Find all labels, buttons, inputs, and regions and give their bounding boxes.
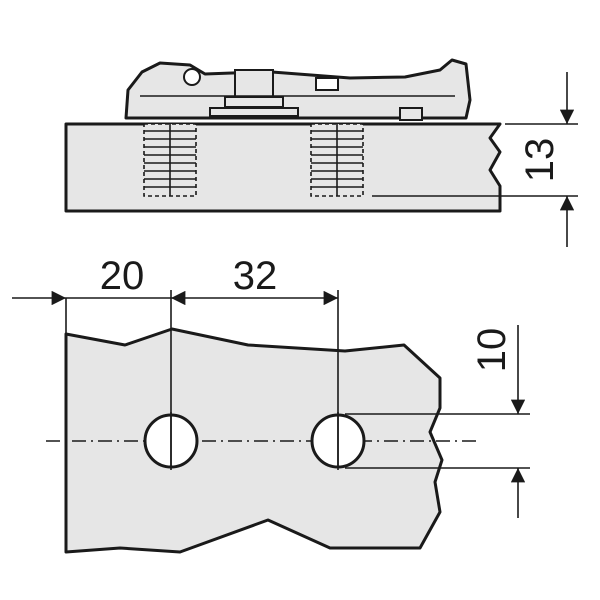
dimension-20: 20 xyxy=(12,254,171,306)
front-view: 20 32 10 xyxy=(12,254,530,554)
side-view: 13 xyxy=(64,58,578,247)
dimension-32-label: 32 xyxy=(233,254,278,298)
mounting-plate-icon xyxy=(124,58,472,121)
dowel-left xyxy=(143,123,197,197)
dimension-13: 13 xyxy=(372,72,578,247)
dimension-10: 10 xyxy=(345,325,530,518)
dimension-20-label: 20 xyxy=(100,254,145,298)
dimension-10-label: 10 xyxy=(470,328,514,373)
dowel-right xyxy=(310,123,364,197)
dimension-13-label: 13 xyxy=(518,138,562,183)
panel-section xyxy=(64,122,502,213)
dimension-32: 32 xyxy=(171,254,338,306)
